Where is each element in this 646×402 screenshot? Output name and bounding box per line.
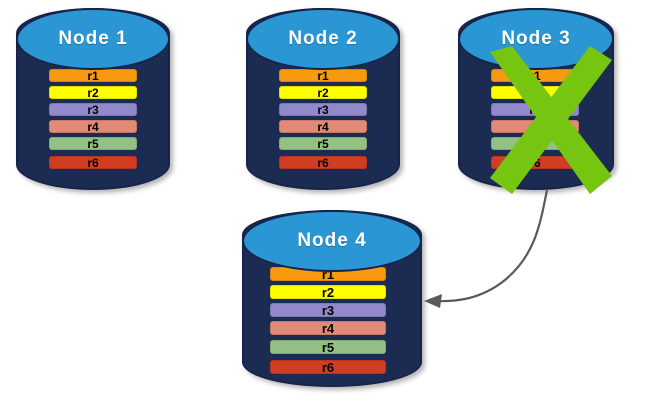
node-1-row-r4: r4 [49,120,137,133]
node-3-row-r4: r4 [491,120,579,133]
node-2-row-r4: r4 [279,120,367,133]
node-1-row-r3: r3 [49,103,137,116]
node-3-cylinder-top: Node 3 [458,8,614,70]
node-1-row-r6: r6 [49,156,137,169]
node-3-row-r2: r2 [491,86,579,99]
node-4-row-r3: r3 [270,303,386,317]
node-3-row-r5: r5 [491,137,579,150]
node-1-row-r2: r2 [49,86,137,99]
node-3[interactable]: r1 r2 r3 r4 r5 r6 Node 3 [458,8,614,190]
node-4-cylinder-top: Node 4 [242,210,422,272]
node-2-row-r5: r5 [279,137,367,150]
node-2-row-r1: r1 [279,69,367,82]
node-4-row-r5: r5 [270,340,386,354]
node-4-row-r6: r6 [270,360,386,374]
node-1[interactable]: r1 r2 r3 r4 r5 r6 Node 1 [16,8,170,190]
node-1-row-r5: r5 [49,137,137,150]
node-4-label: Node 4 [297,230,367,251]
node-1-label: Node 1 [58,28,128,49]
node-4-row-r2: r2 [270,285,386,299]
node-2-row-r6: r6 [279,156,367,169]
node-1-cylinder-top: Node 1 [16,8,170,70]
node-2-label: Node 2 [288,28,358,49]
node-2-cylinder-top: Node 2 [246,8,400,70]
node-3-label: Node 3 [501,28,571,49]
node-4-row-r4: r4 [270,321,386,335]
node-2[interactable]: r1 r2 r3 r4 r5 r6 Node 2 [246,8,400,190]
node-2-row-r3: r3 [279,103,367,116]
node-3-row-r1: r1 [491,69,579,82]
node-1-row-r1: r1 [49,69,137,82]
node-3-row-r6: r6 [491,156,579,169]
node-3-row-r3: r3 [491,103,579,116]
node-4[interactable]: r1 r2 r3 r4 r5 r6 Node 4 [242,210,422,387]
node-2-row-r2: r2 [279,86,367,99]
